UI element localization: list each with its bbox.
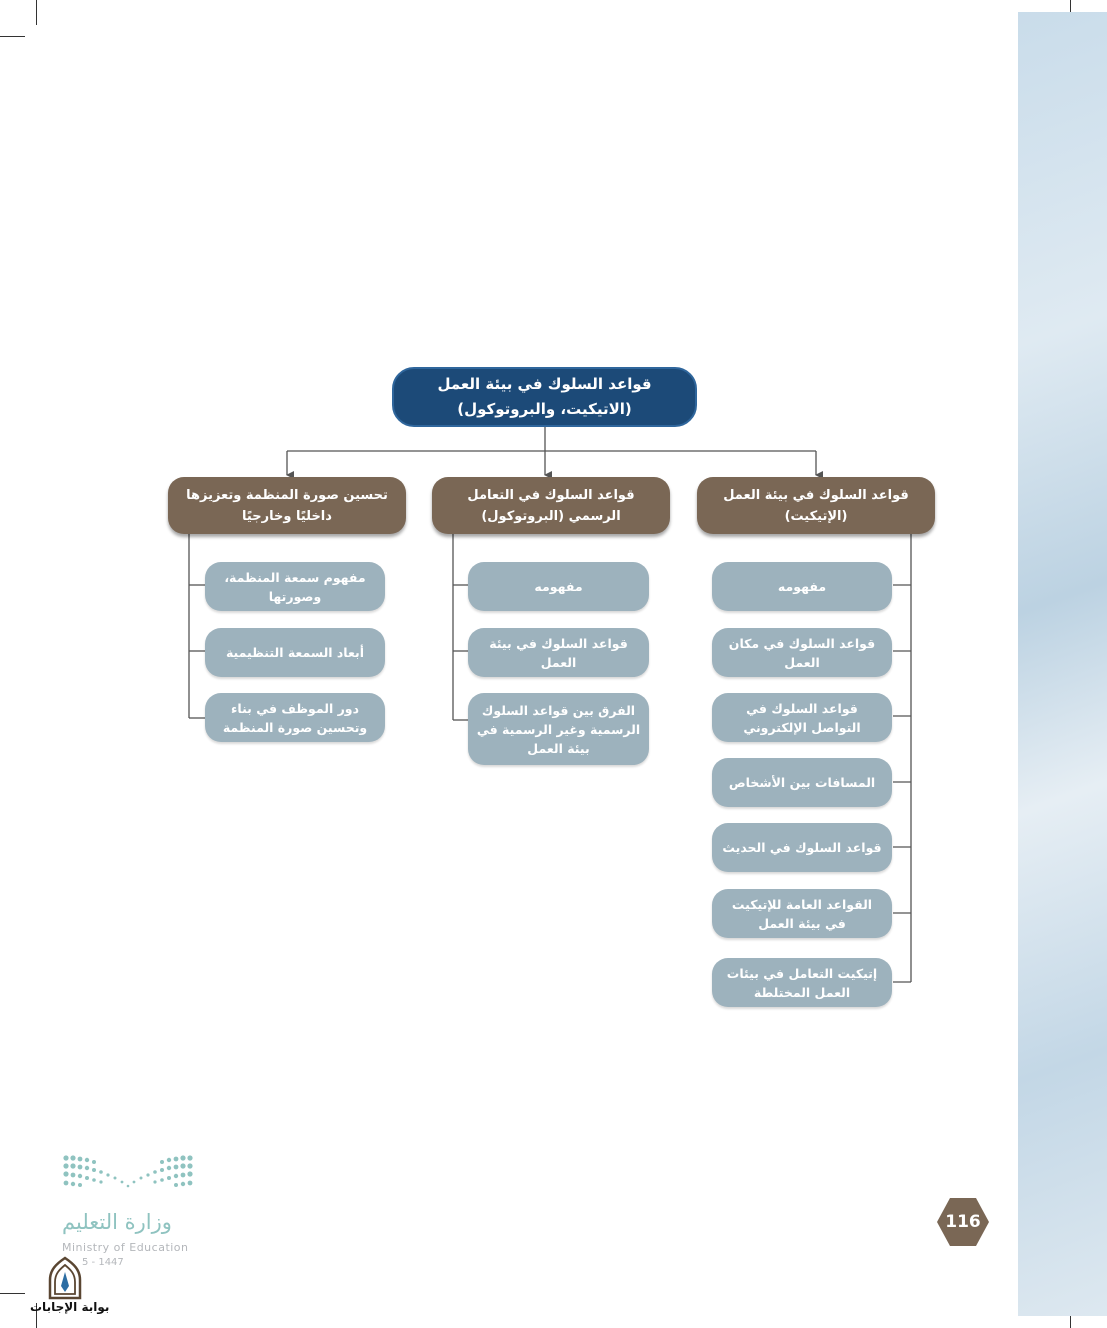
crop-mark (0, 1293, 25, 1294)
crop-mark (36, 0, 37, 25)
page-number: 116 (937, 1198, 989, 1246)
category-etiquette: قواعد السلوك في بيئة العمل (الإتيكيت) (697, 477, 935, 534)
ministry-logo-icon (63, 1155, 193, 1188)
brand-lantern-icon (48, 1256, 82, 1300)
protocol-item: الفرق بين قواعد السلوك الرسمية وغير الرس… (468, 693, 649, 765)
ministry-year: 5 - 1447 (82, 1257, 124, 1268)
etiquette-item: المسافات بين الأشخاص (712, 758, 892, 807)
etiquette-item: قواعد السلوك في التواصل الإلكتروني (712, 693, 892, 742)
root-title-line2: (الاتيكيت، والبروتوكول) (457, 400, 632, 418)
etiquette-item: القواعد العامة للإتيكيت في بيئة العمل (712, 889, 892, 938)
etiquette-item: مفهومه (712, 562, 892, 611)
etiquette-item: إتيكيت التعامل في بيئات العمل المختلطة (712, 958, 892, 1007)
ministry-name-arabic: وزارة التعليم (62, 1210, 172, 1234)
etiquette-item: قواعد السلوك في الحديث (712, 823, 892, 872)
image-item: أبعاد السمعة التنظيمية (205, 628, 385, 677)
image-item: دور الموظف في بناء وتحسين صورة المنظمة (205, 693, 385, 742)
protocol-item: مفهومه (468, 562, 649, 611)
image-item: مفهوم سمعة المنظمة، وصورتها (205, 562, 385, 611)
protocol-item: قواعد السلوك في بيئة العمل (468, 628, 649, 677)
etiquette-item: قواعد السلوك في مكان العمل (712, 628, 892, 677)
ministry-name-english: Ministry of Education (62, 1241, 189, 1254)
crop-mark (0, 36, 25, 37)
decorative-side-strip (1018, 12, 1107, 1316)
category-image: تحسين صورة المنظمة وتعزيزها داخليًا وخار… (168, 477, 406, 534)
root-title-line1: قواعد السلوك في بيئة العمل (437, 375, 652, 393)
crop-mark (36, 1303, 37, 1328)
root-node: قواعد السلوك في بيئة العمل (الاتيكيت، وا… (392, 367, 697, 427)
category-protocol: قواعد السلوك في التعامل الرسمي (البروتوك… (432, 477, 670, 534)
brand-name: بوابة الإجابات (30, 1300, 110, 1314)
